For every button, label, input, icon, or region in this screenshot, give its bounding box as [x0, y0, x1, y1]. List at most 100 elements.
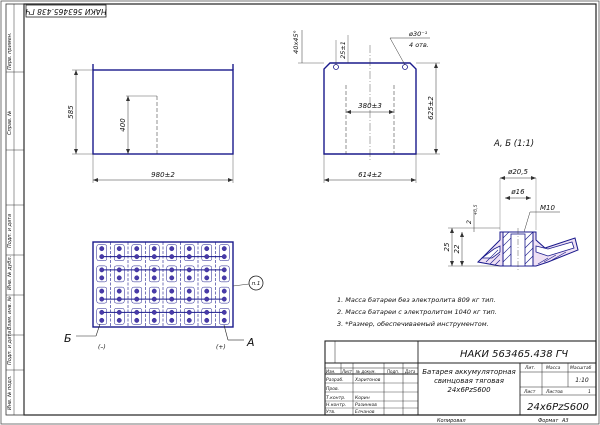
terminal-dot [186, 254, 192, 260]
terminal-dot [116, 288, 122, 294]
plan-label-a: А [246, 336, 255, 349]
terminal-dot [186, 309, 192, 315]
notes: 1. Масса батареи без электролита 809 кг … [337, 296, 497, 328]
terminal-dot [134, 267, 140, 273]
note-1: 1. Масса батареи без электролита 809 кг … [337, 296, 496, 304]
dim-side-width: 614±2 [358, 171, 382, 179]
terminal-dot [204, 254, 210, 260]
dim-side-hole-count: 4 отв. [409, 41, 429, 49]
terminal-dot [134, 317, 140, 323]
dim-front-height: 585 [67, 105, 75, 119]
plan-minus: (–) [98, 344, 106, 351]
tb-copied: Копировал [437, 418, 466, 424]
cell-outline [184, 286, 195, 304]
tb-h-sign: Подп. [387, 369, 399, 374]
cell-outline [96, 244, 107, 261]
cell-outline [131, 308, 142, 325]
side-label-4: Взам. инв. № [7, 296, 13, 330]
note-2: 2. Масса батареи с электролитом 1040 кг … [337, 308, 497, 316]
cell-outline [201, 308, 212, 325]
plan-label-b: Б [64, 332, 72, 345]
detail-view: А, Б (1:1) ø20,5 ø16 M10 [443, 139, 579, 272]
cell-outline [184, 265, 195, 283]
terminal-dot [169, 288, 175, 294]
tb-col-mass: Масса [546, 365, 561, 371]
cell-outline [149, 286, 160, 304]
cell-outline [96, 308, 107, 325]
terminal-dot [169, 267, 175, 273]
tb-name-line2: свинцовая тяговая [434, 377, 504, 385]
tb-name-2: Корин [355, 395, 370, 401]
terminal-dot [134, 288, 140, 294]
tb-role-4: Утв. [326, 409, 335, 415]
terminal-dot [99, 267, 105, 273]
dim-side-height: 625±2 [427, 96, 435, 120]
note-3: 3. *Размер, обеспечиваемый инструментом. [337, 320, 489, 328]
terminal-dot [99, 254, 105, 260]
cell-outline [219, 286, 230, 304]
side-view: 40x45° 25±1 ø30⁻¹ 4 отв. 380±3 625±2 614… [292, 30, 440, 183]
side-label-2: Подп. и дата [7, 214, 13, 248]
detail-height-22: 22 [453, 244, 461, 253]
side-label-1: Справ. № [7, 111, 13, 135]
terminal-dot [221, 246, 227, 252]
tb-h-list: Лист [341, 369, 353, 374]
terminal-dot [186, 275, 192, 281]
terminal-dot [134, 246, 140, 252]
terminal-dot [99, 309, 105, 315]
tb-scale: 1:10 [575, 377, 589, 384]
cell-outline [201, 244, 212, 261]
terminal-dot [116, 254, 122, 260]
tb-role-0: Разраб. [326, 377, 344, 383]
plan-cells [96, 242, 230, 327]
front-view-outline [92, 69, 234, 155]
terminal-dot [221, 254, 227, 260]
cell-outline [114, 286, 125, 304]
tb-name-line1: Батарея аккумуляторная [422, 368, 516, 376]
terminal-dot [186, 288, 192, 294]
terminal-dot [116, 296, 122, 302]
detail-dia-outer: ø20,5 [507, 168, 528, 176]
plan-callout: п.1 [252, 281, 261, 287]
terminal-dot [221, 267, 227, 273]
tb-col-lit: Лит. [524, 365, 535, 371]
cell-outline [219, 244, 230, 261]
cell-outline [114, 265, 125, 283]
terminal-dot [204, 317, 210, 323]
tb-h-doc: № докум. [355, 369, 376, 374]
tb-sheet: Лист [523, 389, 536, 395]
cell-outline [131, 265, 142, 283]
terminal-dot [186, 317, 192, 323]
terminal-dot [134, 275, 140, 281]
terminal-dot [116, 267, 122, 273]
cell-outline [131, 244, 142, 261]
terminal-dot [221, 288, 227, 294]
tb-sheets: Листов [545, 389, 563, 395]
tb-format: Формат [538, 418, 559, 424]
terminal-dot [204, 246, 210, 252]
cell-outline [219, 308, 230, 325]
terminal-dot [169, 246, 175, 252]
terminal-dot [116, 309, 122, 315]
cell-outline [166, 265, 177, 283]
terminal-dot [169, 275, 175, 281]
side-label-6: Инв. № подл. [7, 376, 13, 411]
tb-h-date: Дата [404, 369, 416, 374]
cell-outline [114, 244, 125, 261]
callout-circle [248, 275, 264, 291]
cell-outline [166, 308, 177, 325]
cell-outline [149, 244, 160, 261]
terminal-dot [99, 275, 105, 281]
cell-outline [114, 308, 125, 325]
terminal-dot [151, 296, 157, 302]
terminal-dot [169, 317, 175, 323]
cell-outline [149, 265, 160, 283]
terminal-dot [186, 267, 192, 273]
terminal-dot [186, 246, 192, 252]
title-block [324, 340, 597, 416]
terminal-dot [151, 267, 157, 273]
terminal-dot [151, 288, 157, 294]
terminal-dot [99, 296, 105, 302]
